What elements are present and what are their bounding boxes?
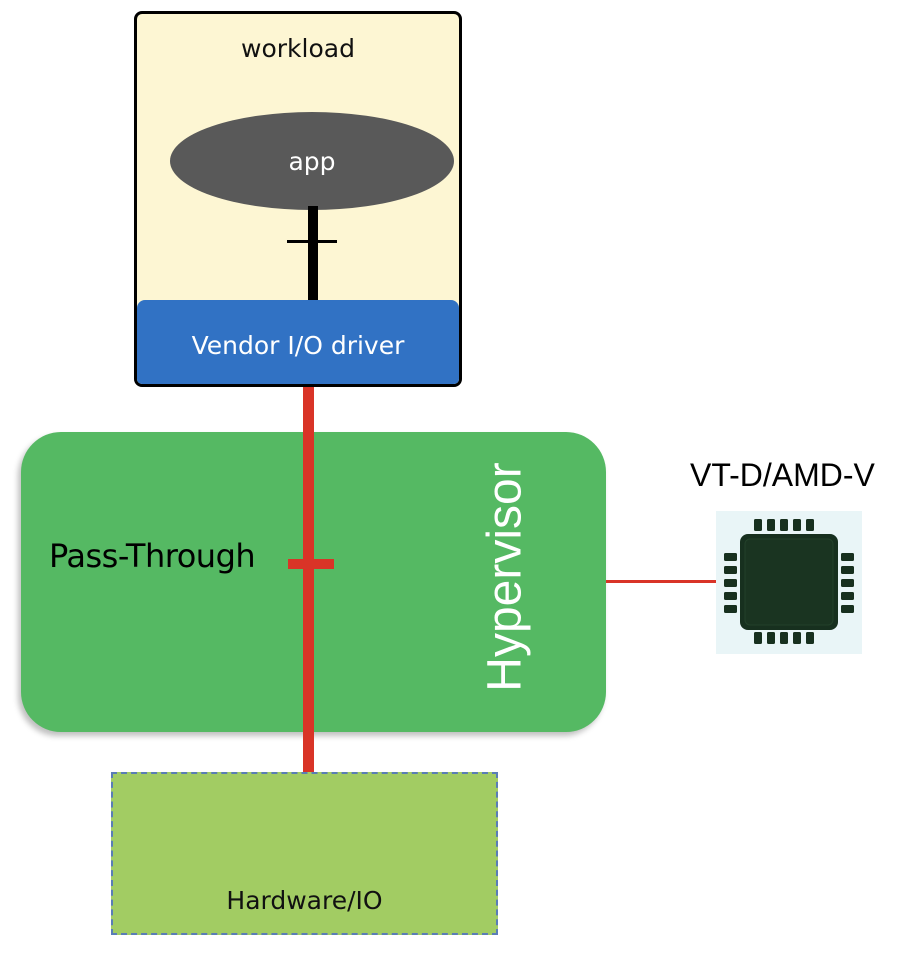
vt-d-amd-v-label: VT-D/AMD-V [690, 457, 875, 493]
app-connector-line [308, 206, 318, 300]
app-connector-tick [287, 240, 337, 243]
app-node: app [170, 112, 454, 210]
pass-through-label: Pass-Through [49, 537, 256, 575]
workload-title: workload [241, 34, 355, 63]
workload-box: workload app Vendor I/O driver [134, 11, 462, 387]
cpu-chip-graphic [724, 519, 854, 644]
vendor-io-driver-box: Vendor I/O driver [137, 300, 459, 384]
hardware-io-label: Hardware/IO [226, 886, 383, 915]
vendor-io-driver-label: Vendor I/O driver [191, 330, 405, 360]
hardware-io-box: Hardware/IO [111, 772, 498, 935]
chip-link-line [606, 580, 724, 583]
app-label: app [288, 146, 336, 176]
pass-through-tick [288, 559, 334, 569]
hypervisor-label: Hypervisor [478, 462, 532, 692]
pass-through-link-line [303, 387, 314, 772]
cpu-chip-icon [716, 511, 862, 654]
